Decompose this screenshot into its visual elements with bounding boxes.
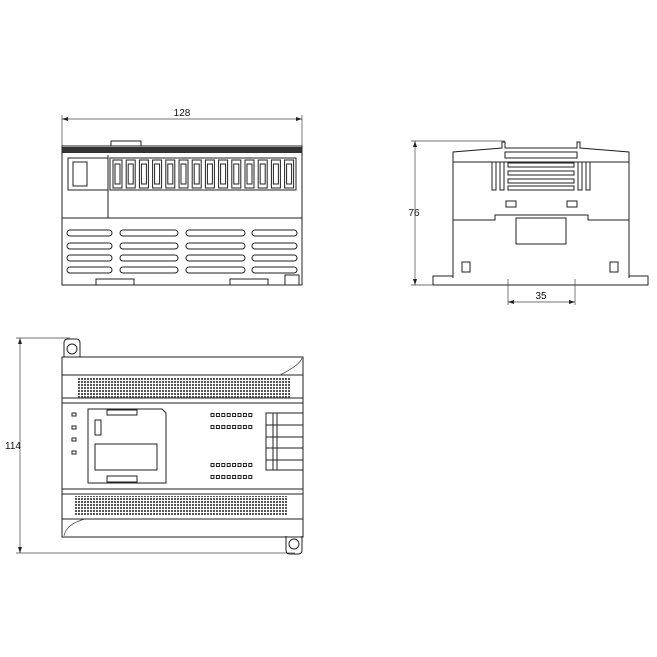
- vent-slot: [66, 266, 113, 274]
- terminal-cell: [180, 163, 187, 185]
- terminal-cell: [193, 163, 200, 185]
- led-dot: [226, 463, 231, 467]
- vent-slot: [185, 266, 246, 274]
- vent-mesh-bottom: [75, 496, 287, 516]
- memory-card-slot: [87, 408, 167, 484]
- terminal-cell: [272, 163, 279, 185]
- led-dot: [242, 463, 247, 467]
- terminal-cell: [233, 163, 240, 185]
- led-dot: [242, 475, 247, 479]
- width-label: 128: [174, 108, 191, 119]
- led-dot: [232, 475, 237, 479]
- led-dot: [226, 413, 231, 417]
- mount-hole-icon: [288, 538, 300, 550]
- vent-mesh-top: [77, 378, 290, 398]
- display-window: [94, 443, 158, 471]
- terminal-screw: [112, 159, 123, 189]
- led-dot: [237, 475, 242, 479]
- terminal-screw: [152, 159, 163, 189]
- height-label: 114: [5, 441, 21, 452]
- vent-slot: [66, 242, 113, 250]
- vent-slot: [251, 266, 298, 274]
- led-dot: [232, 425, 237, 429]
- vent-slot: [119, 266, 179, 274]
- led-dot: [237, 463, 242, 467]
- terminal-screw: [284, 159, 295, 189]
- led-dot: [237, 413, 242, 417]
- mount-hole-icon: [66, 343, 78, 355]
- terminal-screw: [231, 159, 242, 189]
- terminal-cell: [206, 163, 213, 185]
- vent-slots: [66, 229, 298, 274]
- vent-slot: [251, 254, 298, 262]
- led-dot: [210, 475, 215, 479]
- side-view: 76 35: [408, 140, 649, 305]
- terminal-screw: [191, 159, 202, 189]
- led-dot: [226, 475, 231, 479]
- front-view: 114: [5, 337, 304, 555]
- terminal-cell: [286, 163, 293, 185]
- led-dot: [248, 475, 253, 479]
- rail-dimension: 35: [507, 279, 576, 305]
- terminal-screw: [178, 159, 189, 189]
- terminal-screw: [165, 159, 176, 189]
- led-dot: [242, 425, 247, 429]
- terminal-cell: [220, 163, 227, 185]
- vent-slot: [119, 254, 179, 262]
- led-dot: [221, 413, 226, 417]
- terminal-screw: [244, 159, 255, 189]
- terminal-cell: [140, 163, 147, 185]
- terminal-screw: [257, 159, 268, 189]
- led-dot: [221, 475, 226, 479]
- led-dot: [210, 413, 215, 417]
- led-dot: [248, 425, 253, 429]
- led-dot: [215, 463, 220, 467]
- vent-slot: [251, 229, 298, 237]
- status-led-rows: [210, 413, 253, 479]
- led-dot: [248, 463, 253, 467]
- led-dot: [210, 425, 215, 429]
- rail-label: 35: [535, 291, 547, 302]
- terminal-cell: [114, 163, 121, 185]
- terminal-cell: [127, 163, 134, 185]
- vent-slot: [119, 242, 179, 250]
- led-dot: [242, 413, 247, 417]
- vent-slot: [119, 229, 179, 237]
- top-view: 128: [61, 108, 303, 286]
- terminal-cell: [246, 163, 253, 185]
- led-dot: [248, 413, 253, 417]
- vent-slot: [185, 242, 246, 250]
- terminal-screw: [218, 159, 229, 189]
- led-dot: [221, 463, 226, 467]
- terminal-block: [109, 157, 297, 191]
- vent-slot: [251, 242, 298, 250]
- led-dot: [226, 425, 231, 429]
- led-dot: [232, 413, 237, 417]
- depth-dimension: 76: [408, 140, 505, 286]
- height-dimension: 114: [5, 337, 295, 554]
- led-dot: [215, 413, 220, 417]
- led-dot: [210, 463, 215, 467]
- width-dimension: 128: [61, 108, 303, 150]
- vent-slot: [185, 254, 246, 262]
- vent-slot: [66, 229, 113, 237]
- led-dot: [215, 425, 220, 429]
- terminal-screw: [125, 159, 136, 189]
- led-dot: [237, 425, 242, 429]
- led-dot: [215, 475, 220, 479]
- vent-slot: [185, 229, 246, 237]
- led-dot: [221, 425, 226, 429]
- terminal-cell: [259, 163, 266, 185]
- terminal-cell: [154, 163, 161, 185]
- vent-slot: [66, 254, 113, 262]
- terminal-screw: [270, 159, 281, 189]
- led-dot: [232, 463, 237, 467]
- terminal-screw: [138, 159, 149, 189]
- terminal-cell: [167, 163, 174, 185]
- depth-label: 76: [408, 208, 420, 219]
- terminal-strip: [109, 157, 297, 191]
- terminal-screw: [204, 159, 215, 189]
